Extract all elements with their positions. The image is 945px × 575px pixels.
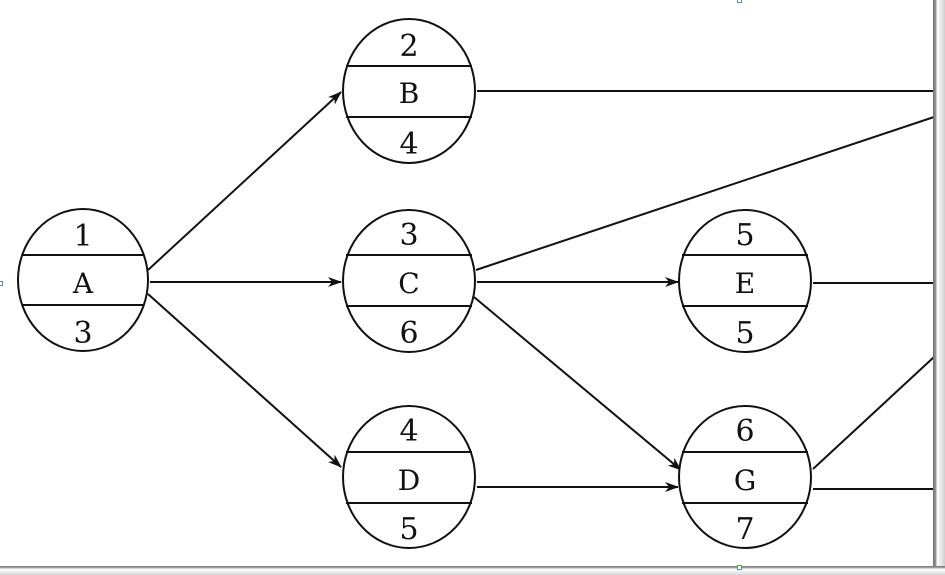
- node-g-bottom-number: 7: [735, 512, 754, 547]
- edge-c-out: [475, 116, 935, 271]
- node-d-bottom-number: 5: [399, 512, 418, 547]
- resize-handle-bottom[interactable]: [737, 565, 742, 570]
- node-b-label: B: [399, 77, 420, 110]
- node-g-top-number: 6: [735, 414, 754, 449]
- node-c-label: C: [398, 267, 419, 300]
- node-a-bottom-number: 3: [73, 316, 92, 351]
- node-b: 2 B 4: [342, 18, 476, 164]
- edge-a-d: [147, 293, 342, 468]
- node-c-top-number: 3: [399, 218, 418, 253]
- node-b-top-number: 2: [399, 29, 418, 64]
- node-d: 4 D 5: [342, 405, 476, 549]
- node-d-top-number: 4: [399, 414, 418, 449]
- node-a-top-number: 1: [73, 219, 92, 254]
- node-c-bottom-number: 6: [399, 316, 418, 351]
- edge-c-g: [473, 296, 682, 471]
- image-frame-right-edge: [933, 0, 945, 575]
- edge-g-out-up: [812, 356, 935, 470]
- node-c: 3 C 6: [342, 209, 476, 353]
- node-g-label: G: [734, 464, 756, 497]
- resize-handle-top[interactable]: [737, 0, 742, 3]
- edge-a-b: [147, 91, 342, 271]
- node-b-bottom-number: 4: [399, 127, 418, 162]
- node-a-label: A: [72, 267, 94, 300]
- node-e: 5 E 5: [678, 209, 812, 353]
- node-e-bottom-number: 5: [735, 316, 754, 351]
- edges: [147, 91, 682, 492]
- node-a: 1 A 3: [17, 208, 149, 352]
- image-frame-bottom-edge: [0, 566, 945, 575]
- outgoing-lines: [475, 90, 935, 490]
- resize-handle-left[interactable]: [0, 281, 3, 286]
- node-e-top-number: 5: [735, 218, 754, 253]
- node-d-label: D: [398, 464, 420, 497]
- node-g: 6 G 7: [678, 405, 812, 549]
- node-e-label: E: [735, 267, 755, 300]
